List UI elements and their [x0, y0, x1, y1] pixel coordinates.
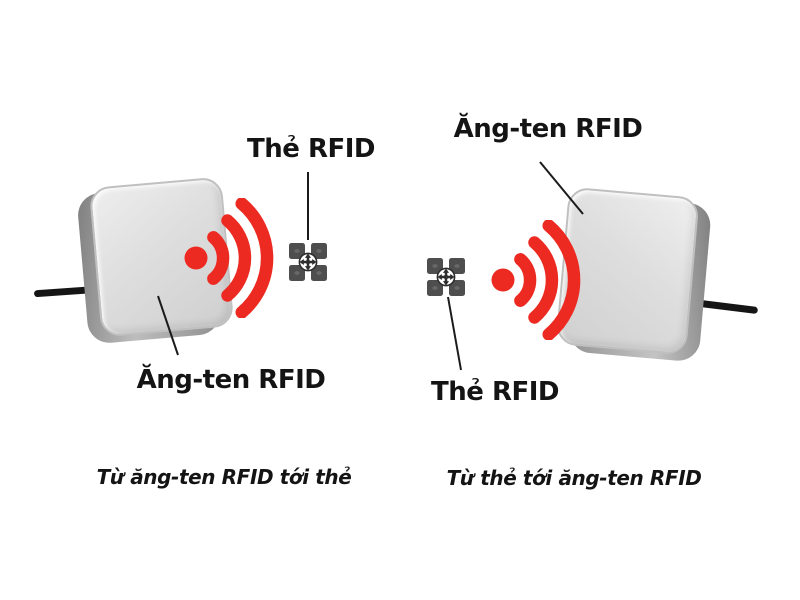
right-antenna-label: Ăng-ten RFID — [453, 114, 643, 144]
left-direction-caption: Từ ăng-ten RFID tới thẻ — [96, 465, 352, 489]
right-rfid-tag-chip-icon — [427, 258, 465, 296]
left-rfid-tag-chip-icon — [289, 243, 327, 281]
right-wireless-signal-icon — [491, 220, 581, 340]
right-direction-caption: Từ thẻ tới ăng-ten RFID — [446, 466, 702, 490]
right-tag-leader-line — [447, 296, 462, 371]
right-tag-label: Thẻ RFID — [431, 377, 559, 407]
left-wireless-signal-icon — [184, 198, 274, 318]
left-tag-label: Thẻ RFID — [247, 134, 375, 164]
left-antenna-label: Ăng-ten RFID — [136, 365, 326, 395]
